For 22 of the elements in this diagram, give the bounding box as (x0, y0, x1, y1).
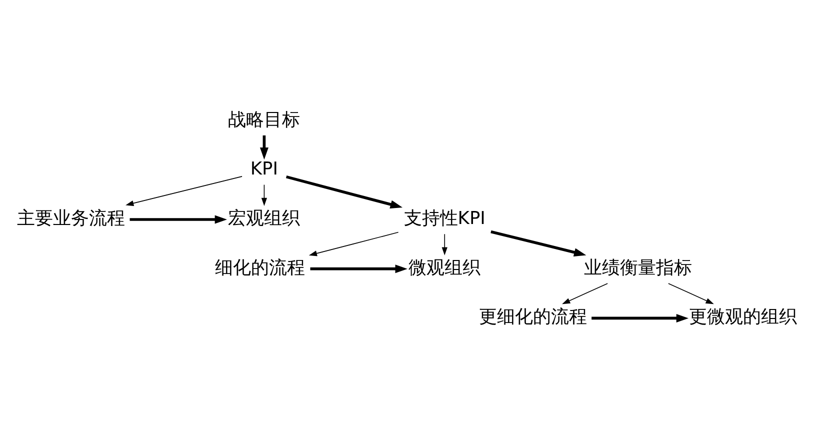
arrow (261, 184, 268, 206)
node-text: 主要业务流程 (16, 208, 125, 229)
arrow (308, 231, 399, 256)
node-text: 战略目标 (228, 108, 300, 130)
arrow (260, 134, 268, 160)
node-text: 细化的流程 (215, 256, 306, 278)
node-text: KPI (250, 158, 278, 180)
node-text: 微观组织 (408, 256, 481, 278)
arrow (592, 313, 689, 322)
arrow (490, 230, 586, 256)
arrow (442, 233, 448, 255)
node-text: 更细化的流程 (478, 306, 587, 328)
node-text: 更微观的组织 (689, 306, 798, 328)
arrow (668, 282, 714, 304)
arrow (562, 282, 608, 304)
arrow (130, 214, 227, 224)
node-text: 业绩衡量指标 (584, 256, 692, 278)
arrow (310, 264, 408, 273)
arrow (126, 176, 242, 206)
node-text: 宏观组织 (228, 208, 300, 229)
node-text: 支持性KPI (404, 208, 486, 229)
arrow (286, 174, 402, 208)
